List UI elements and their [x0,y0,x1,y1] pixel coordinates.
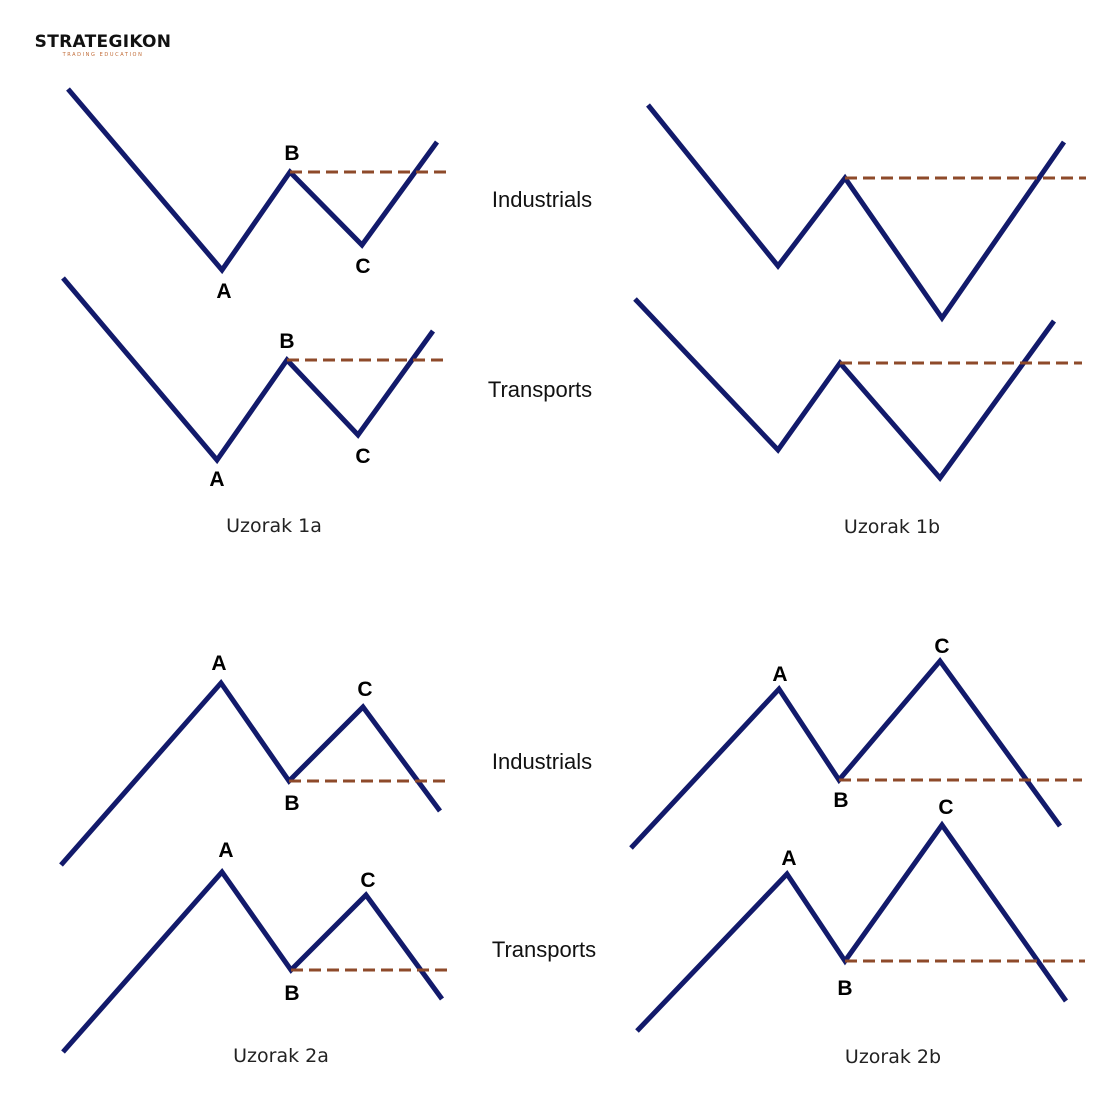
point-label-c: C [355,255,370,278]
price-line [61,867,445,1054]
pattern-2b-transports-chart: A B C [635,796,1085,1033]
point-label-a: A [772,663,787,686]
point-label-b: B [279,330,294,353]
price-line [629,656,1063,850]
price-line [59,678,443,867]
pattern-1a-transports-chart: A B C [61,276,446,491]
point-label-a: A [216,280,231,303]
logo-tagline: TRADING EDUCATION [62,52,144,58]
pattern-1b-industrials-chart [646,103,1086,323]
side-label-industrials: Industrials [492,187,592,212]
pattern-1b: Uzorak 1b [633,103,1086,538]
point-label-b: B [284,792,299,815]
point-label-a: A [209,468,224,491]
point-label-c: C [355,445,370,468]
price-line [61,276,436,465]
point-label-b: B [837,977,852,1000]
point-label-a: A [211,652,226,675]
point-label-a: A [218,839,233,862]
pattern-2b-industrials-chart: A B C [629,635,1082,850]
strategikon-logo: STRATEGIKON TRADING EDUCATION [28,32,178,58]
point-label-c: C [357,678,372,701]
side-label-transports: Transports [488,377,592,402]
point-label-b: B [284,142,299,165]
pattern-1b-caption: Uzorak 1b [844,516,940,538]
pattern-2b: A B C A B C Uzorak 2b [629,635,1085,1068]
point-label-c: C [938,796,953,819]
pattern-2a: A B C A B C Uzorak 2a [59,652,450,1067]
point-label-a: A [781,847,796,870]
pattern-1a: A B C A B C Uzorak 1a [61,87,450,537]
pattern-2a-transports-chart: A B C [61,839,450,1054]
price-line [635,820,1069,1033]
pattern-1b-transports-chart [633,297,1082,483]
point-label-b: B [284,982,299,1005]
pattern-2a-industrials-chart: A B C [59,652,448,867]
pattern-1a-industrials-chart: A B C [66,87,450,303]
side-label-transports: Transports [492,937,596,962]
side-label-industrials: Industrials [492,749,592,774]
price-line [633,297,1057,483]
pattern-2b-caption: Uzorak 2b [845,1046,941,1068]
pattern-2a-caption: Uzorak 2a [233,1045,329,1067]
pattern-1a-caption: Uzorak 1a [226,515,322,537]
point-label-b: B [833,789,848,812]
point-label-c: C [360,869,375,892]
price-line [66,87,440,275]
point-label-c: C [934,635,949,658]
logo-brand: STRATEGIKON [34,32,172,52]
price-line [646,103,1067,323]
